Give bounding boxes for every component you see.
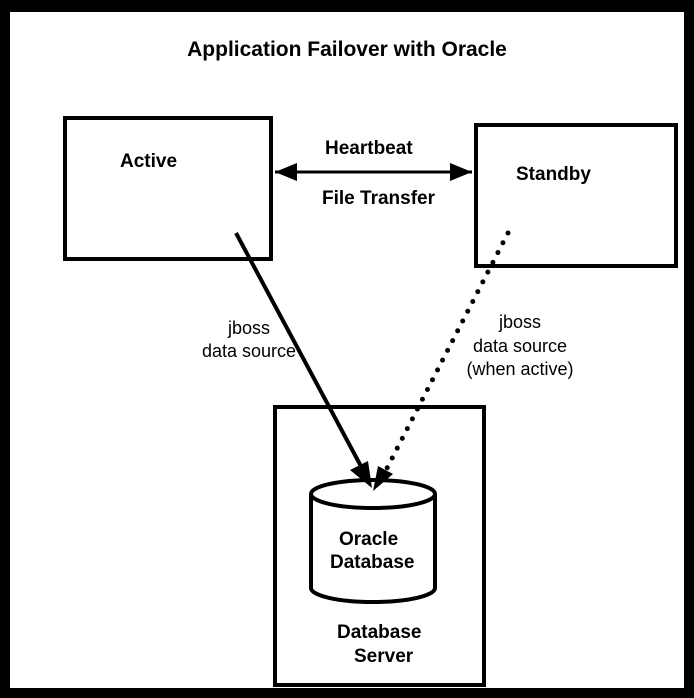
active-to-database-arrowhead (350, 461, 372, 488)
standby-to-database-arrow (381, 230, 511, 477)
active-to-database-arrow (234, 232, 365, 471)
oracle-database-label-line1: Oracle (339, 529, 399, 550)
diagram-title: Application Failover with Oracle (187, 38, 507, 61)
file-transfer-label: File Transfer (322, 188, 435, 209)
standby-label: Standby (516, 164, 591, 185)
standby-datasource-label-line1: jboss (498, 312, 542, 332)
oracle-database-label-line2: Database (330, 552, 415, 573)
heartbeat-arrowhead-right (450, 163, 472, 181)
heartbeat-arrowhead-left (275, 163, 297, 181)
standby-to-database-arrowhead (373, 466, 393, 491)
active-datasource-label-line2: data source (201, 341, 297, 361)
database-server-label-line1: Database (337, 622, 422, 643)
standby-datasource-label-line2: data source (472, 336, 568, 356)
standby-datasource-label-line3: (when active) (466, 359, 574, 379)
active-datasource-label-line1: jboss (227, 318, 271, 338)
active-label: Active (120, 151, 178, 172)
standby-node: Standby (474, 123, 678, 268)
heartbeat-label: Heartbeat (325, 138, 413, 159)
oracle-database-cylinder (309, 478, 437, 604)
database-server-label-line2: Server (354, 646, 414, 667)
